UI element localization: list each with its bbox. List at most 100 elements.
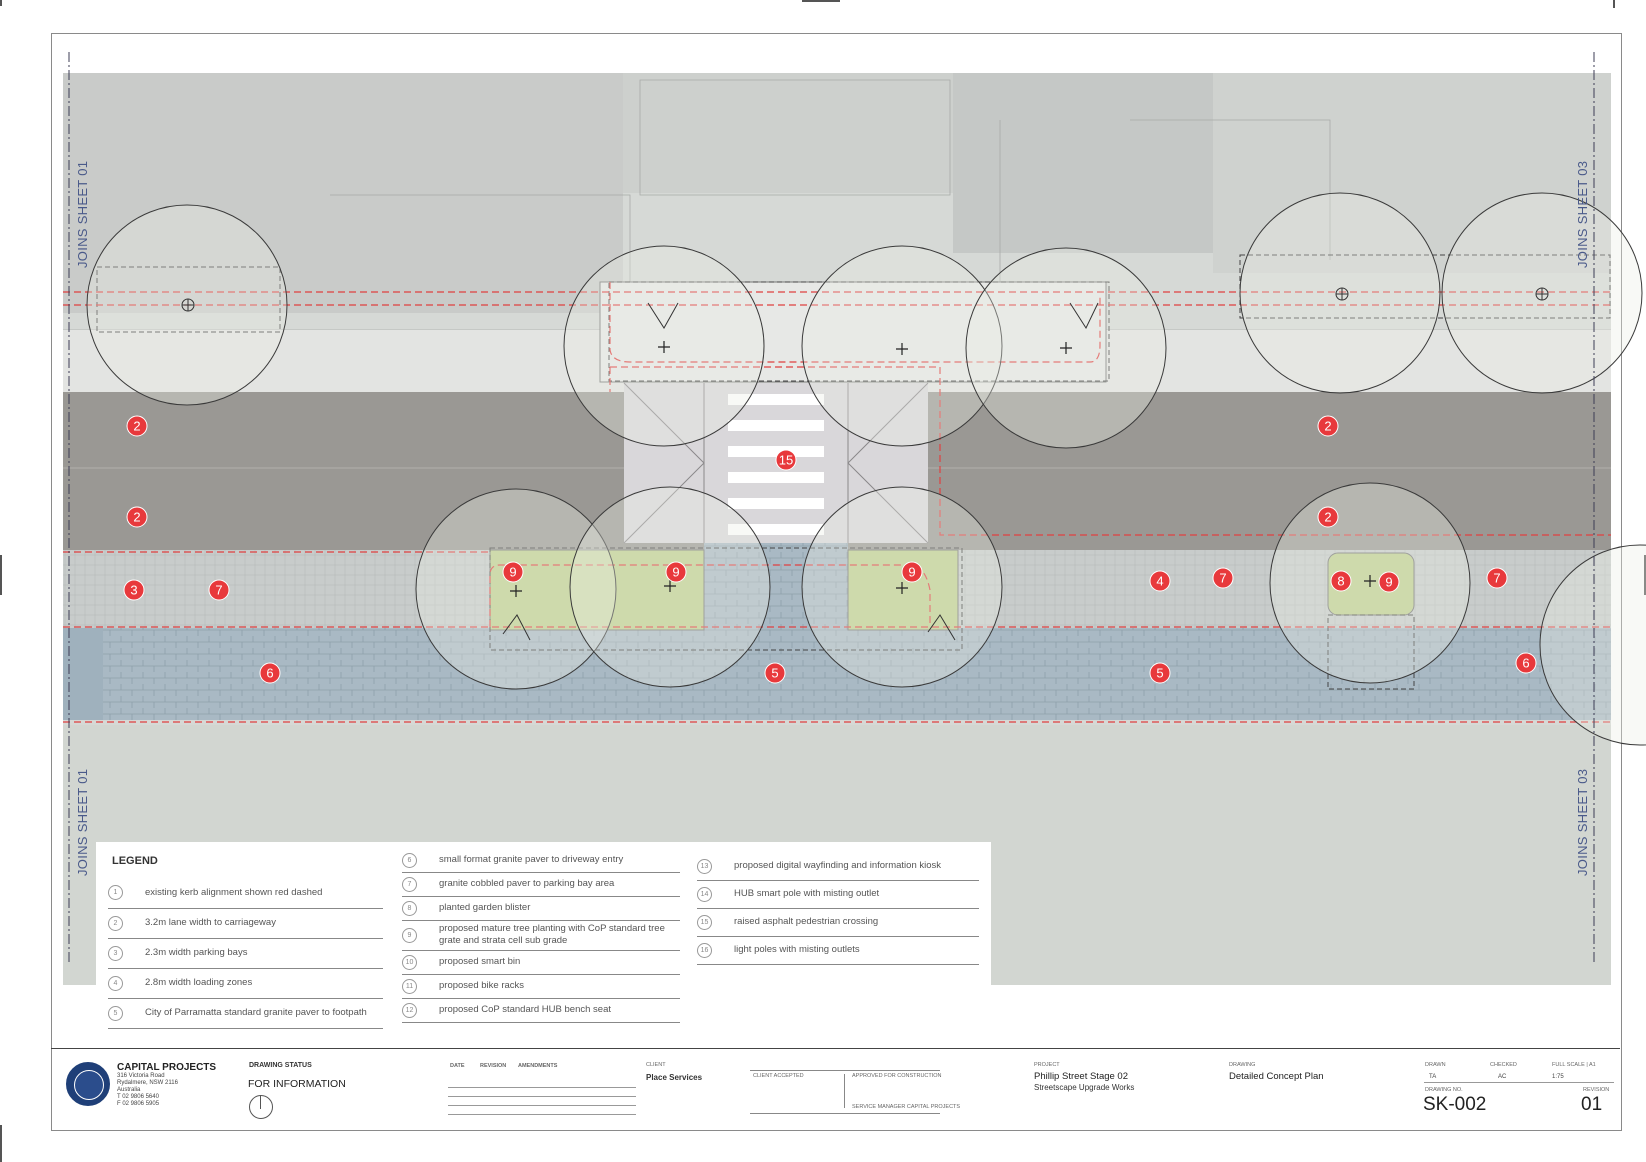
legend-text: 2.3m width parking bays xyxy=(145,947,248,958)
org-name: CAPITAL PROJECTS xyxy=(117,1062,217,1073)
drawing-title: Detailed Concept Plan xyxy=(1229,1071,1324,1082)
service-manager: SERVICE MANAGER CAPITAL PROJECTS xyxy=(852,1104,961,1110)
callout-marker-9: 9 xyxy=(502,561,524,583)
project-label: PROJECT xyxy=(1034,1062,1060,1068)
revision-label: REVISION xyxy=(1583,1087,1610,1093)
building-block xyxy=(63,73,623,313)
drawing-no-label: DRAWING NO. xyxy=(1425,1087,1463,1093)
legend-item-12: 12 proposed CoP standard HUB bench seat xyxy=(402,998,680,1023)
scale-value: 1:75 xyxy=(1552,1074,1564,1080)
crop-mark xyxy=(0,0,2,6)
rev-header-amendments: AMENDMENTS xyxy=(518,1063,558,1069)
callout-marker-15: 15 xyxy=(775,449,797,471)
building-block xyxy=(953,73,1213,253)
legend-text: small format granite paver to driveway e… xyxy=(439,854,624,865)
legend-number: 5 xyxy=(108,1005,123,1021)
rev-header-revision: REVISION xyxy=(480,1063,507,1069)
callout-marker-7: 7 xyxy=(208,579,230,601)
legend-item-2: 2 3.2m lane width to carriageway xyxy=(108,908,383,939)
callout-marker-2: 2 xyxy=(126,415,148,437)
callout-marker-label: 7 xyxy=(1219,571,1226,586)
legend-number: 2 xyxy=(108,915,123,931)
revision-number: 01 xyxy=(1581,1094,1603,1115)
callout-marker-5: 5 xyxy=(1149,662,1171,684)
legend-text: planted garden blister xyxy=(439,902,531,913)
legend-text: City of Parramatta standard granite pave… xyxy=(145,1007,367,1018)
legend-number: 7 xyxy=(402,876,417,892)
callout-marker-8: 8 xyxy=(1330,570,1352,592)
callout-marker-label: 6 xyxy=(1522,656,1529,671)
legend-text: proposed smart bin xyxy=(439,956,521,967)
crop-mark xyxy=(0,555,2,595)
legend-title: LEGEND xyxy=(112,855,158,867)
legend-number: 6 xyxy=(402,852,417,868)
legend-number: 14 xyxy=(697,886,712,902)
callout-marker-2: 2 xyxy=(1317,415,1339,437)
callout-marker-label: 2 xyxy=(1324,510,1331,525)
signature-box xyxy=(750,1070,940,1114)
project-line2: Streetscape Upgrade Works xyxy=(1034,1083,1135,1092)
legend-number: 4 xyxy=(108,975,123,991)
callout-marker-9: 9 xyxy=(901,561,923,583)
title-block xyxy=(51,1048,1620,1131)
legend-number: 1 xyxy=(108,885,123,900)
callout-marker-9: 9 xyxy=(1378,571,1400,593)
legend-item-5: 5 City of Parramatta standard granite pav… xyxy=(108,998,383,1029)
callout-marker-label: 6 xyxy=(266,666,273,681)
legend-text: existing kerb alignment shown red dashed xyxy=(145,886,323,898)
legend-text: proposed CoP standard HUB bench seat xyxy=(439,1004,611,1015)
callout-marker-label: 9 xyxy=(1385,575,1392,590)
match-line-label: JOINS SHEET 01 xyxy=(75,768,90,876)
callout-marker-label: 5 xyxy=(771,666,778,681)
match-line-label: JOINS SHEET 03 xyxy=(1575,160,1590,268)
status-value: FOR INFORMATION xyxy=(248,1078,346,1090)
planting-bed xyxy=(847,549,959,631)
callout-marker-6: 6 xyxy=(259,662,281,684)
crop-mark xyxy=(802,0,840,2)
legend-number: 12 xyxy=(402,1002,417,1018)
drawn-label: DRAWN xyxy=(1425,1062,1446,1068)
building-block xyxy=(1213,73,1611,273)
crop-mark xyxy=(1613,0,1615,8)
legend-number: 13 xyxy=(697,858,712,874)
match-line-label: JOINS SHEET 03 xyxy=(1575,768,1590,876)
crop-mark xyxy=(1644,555,1646,595)
council-logo xyxy=(66,1062,110,1106)
legend-text: proposed digital wayfinding and informat… xyxy=(734,860,942,871)
callout-marker-label: 2 xyxy=(133,510,140,525)
org-address: 316 Victoria Road Rydalmere, NSW 2116 Au… xyxy=(117,1073,178,1107)
callout-marker-label: 3 xyxy=(130,583,137,598)
legend-number: 3 xyxy=(108,945,123,961)
legend-number: 11 xyxy=(402,978,417,994)
legend-text: light poles with misting outlets xyxy=(734,944,860,955)
drawing-label: DRAWING xyxy=(1229,1062,1256,1068)
legend-item-7: 7 granite cobbled paver to parking bay ar… xyxy=(402,872,680,897)
legend-number: 16 xyxy=(697,942,712,958)
callout-marker-label: 7 xyxy=(215,583,222,598)
legend-item-11: 11 proposed bike racks xyxy=(402,974,680,999)
legend-item-14: 14 HUB smart pole with misting outlet xyxy=(697,880,979,909)
callout-marker-6: 6 xyxy=(1515,652,1537,674)
legend-text: proposed bike racks xyxy=(439,980,525,991)
drawn-value: TA xyxy=(1429,1074,1437,1080)
approved-for-construction: APPROVED FOR CONSTRUCTION xyxy=(852,1073,942,1079)
crop-mark xyxy=(0,1125,2,1162)
legend-number: 10 xyxy=(402,954,417,970)
status-icon-line xyxy=(260,1095,261,1109)
callout-marker-label: 9 xyxy=(509,565,516,580)
south-footpath xyxy=(63,628,1611,720)
legend-text: 3.2m lane width to carriageway xyxy=(145,917,276,928)
legend-text: granite cobbled paver to parking bay are… xyxy=(439,878,615,889)
callout-marker-label: 7 xyxy=(1493,571,1500,586)
legend-text: HUB smart pole with misting outlet xyxy=(734,888,880,899)
legend-number: 15 xyxy=(697,914,712,930)
checked-value: AC xyxy=(1498,1074,1507,1080)
checked-label: CHECKED xyxy=(1490,1062,1517,1068)
status-icon xyxy=(249,1095,273,1119)
callout-marker-label: 8 xyxy=(1337,574,1344,589)
callout-marker-label: 4 xyxy=(1156,574,1163,589)
